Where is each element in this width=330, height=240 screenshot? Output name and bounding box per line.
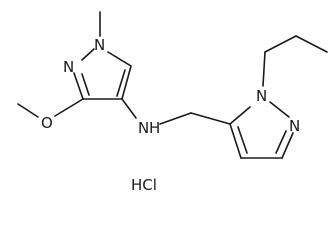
- bond-c3-o: [54, 98, 84, 117]
- bond-n1prime-n2prime: [269, 101, 290, 118]
- bond-c4prime-c5prime: [229, 123, 242, 159]
- atom-o-methoxy: O: [41, 114, 53, 132]
- atom-n2prime: N: [289, 117, 300, 135]
- atom-n1prime: N: [256, 87, 267, 105]
- bond-c5-c4: [121, 65, 132, 100]
- bond-n2-n1: [81, 48, 95, 61]
- pyrazole-ring-left: [73, 11, 132, 100]
- bond-n1-c5: [107, 51, 132, 67]
- bond-c3-n2: [73, 72, 84, 100]
- bond-c5prime-n1prime: [229, 106, 251, 125]
- atom-n-amine: N: [138, 119, 149, 137]
- atom-h-amine: H: [149, 119, 160, 137]
- bond-o-methyl: [17, 103, 39, 118]
- bond-c5-c4-double: [116, 69, 126, 97]
- amine-linker: [121, 98, 231, 125]
- bond-ch2-c5prime: [190, 112, 231, 125]
- atom-n1-methyl: N: [94, 36, 105, 54]
- bond-nh-ch2: [159, 112, 192, 125]
- bond-n1prime-ch2: [262, 51, 266, 87]
- chemical-structure: N N O N H N N HCl: [17, 11, 328, 194]
- bond-n2prime-c3prime-double: [275, 130, 287, 154]
- propyl-group: [262, 35, 328, 87]
- bond-propyl-2: [295, 35, 328, 53]
- atom-n2: N: [63, 58, 74, 76]
- bond-propyl-1: [264, 35, 297, 53]
- pyrazole-ring-right: [229, 101, 294, 159]
- bond-c4-nh: [121, 98, 137, 119]
- methoxy-group: [17, 98, 84, 118]
- bond-c4prime-c5prime-double: [237, 126, 248, 154]
- salt-label: HCl: [131, 176, 157, 194]
- bond-c3-n2-double: [81, 73, 90, 96]
- bond-n2prime-c3prime: [281, 132, 294, 159]
